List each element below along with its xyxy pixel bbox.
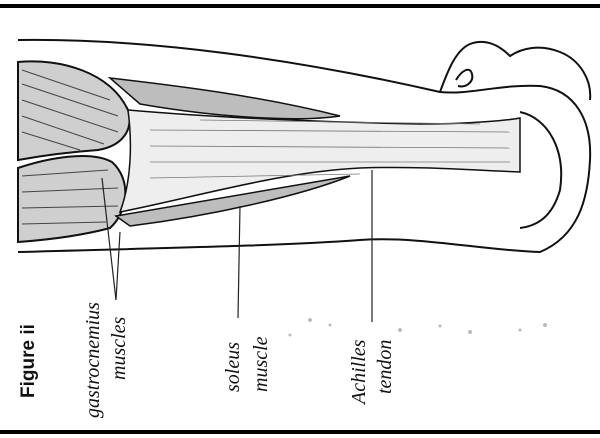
ankle-bone — [456, 70, 472, 87]
gastrocnemius-lower — [18, 156, 125, 242]
label-achilles-line1: Achilles — [348, 340, 371, 404]
label-soleus-line1: soleus — [222, 342, 245, 392]
label-gastrocnemius-line2: muscles — [108, 317, 131, 380]
gastrocnemius-upper — [18, 61, 130, 160]
label-soleus-line2: muscle — [250, 336, 273, 392]
achilles-tendon — [120, 110, 520, 212]
figure-title: Figure ii — [18, 324, 40, 398]
label-gastrocnemius-line1: gastrocnemius — [82, 302, 105, 418]
heel-curve — [520, 112, 561, 228]
faded-noise — [289, 318, 548, 337]
label-achilles-line2: tendon — [374, 340, 397, 394]
